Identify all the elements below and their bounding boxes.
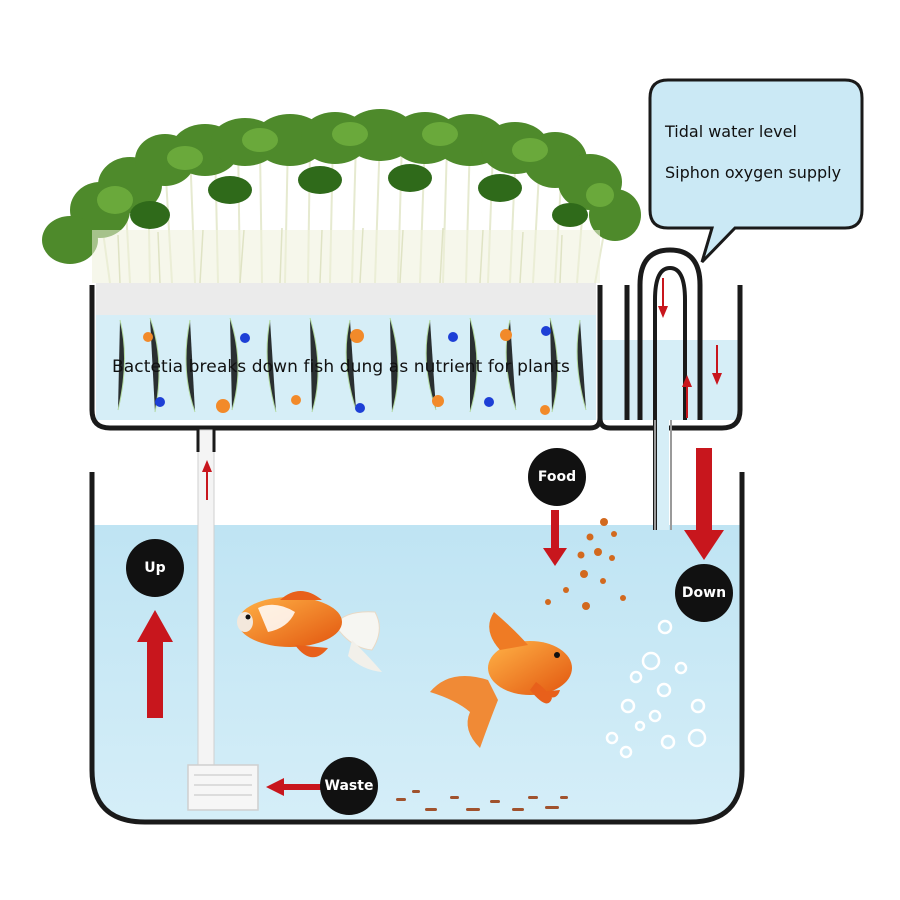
down-arrow [684,448,724,560]
pipe-up-arrow [202,460,212,500]
goldfish-right [430,612,572,748]
fish-tank [89,472,745,825]
plant-tray [89,283,743,431]
tray-top-band [96,283,596,315]
food-badge: Food [528,448,586,506]
fish-waste [396,790,568,811]
down-badge: Down [675,564,733,622]
pump-box [187,764,259,811]
plant-leaf-shadows [130,164,588,229]
tray-caption: Bactetia breaks down fish dung as nutrie… [112,357,570,377]
siphon-down-arrow-2 [712,345,722,385]
siphon-down-arrow-1 [658,278,668,318]
bacteria-dots [143,326,551,415]
up-arrow [137,610,173,718]
bubble-line-siphon: Siphon oxygen supply [665,163,842,182]
plant-leaf-highlights [97,122,614,214]
siphon-chamber-wall [597,285,743,431]
plant-roots [117,317,587,413]
stem-haze [92,230,600,283]
bubble-line-tidal: Tidal water level [665,122,797,141]
pump-pipe [187,428,259,811]
tank-water [92,525,742,822]
goldfish-left [237,591,382,672]
flow-arrows [137,278,724,796]
food-pellets [545,518,626,610]
waste-arrow [266,778,322,796]
waste-badge: Waste [320,757,378,815]
up-badge: Up [126,539,184,597]
air-bubbles [605,619,707,759]
siphon [624,247,703,530]
food-arrow [543,510,567,566]
microgreens [42,109,641,284]
speech-bubble [648,78,864,264]
siphon-up-arrow [682,375,692,418]
tank-wall [89,472,745,825]
plant-stems-lower [117,227,563,284]
